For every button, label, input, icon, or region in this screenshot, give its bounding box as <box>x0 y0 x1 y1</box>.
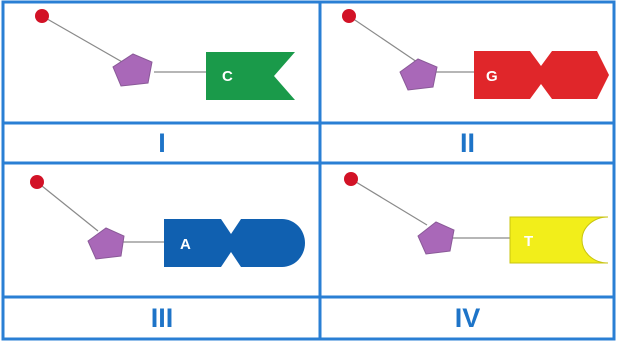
panel-label-iii: III <box>150 303 174 333</box>
panel-label-i: I <box>158 128 166 158</box>
nucleotide-diagram-a: A <box>30 175 305 267</box>
sugar-pentagon <box>112 53 153 87</box>
nucleotide-diagram-g: G <box>342 9 609 99</box>
base-shape-a <box>164 219 305 267</box>
sugar-pentagon <box>399 58 438 91</box>
phosphate-circle <box>30 175 44 189</box>
panel-label-iv: IV <box>454 303 481 333</box>
base-shape-g <box>474 51 609 99</box>
base-shape-c <box>206 52 295 100</box>
base-letter-c: C <box>222 68 233 85</box>
nucleotide-diagram-t: T <box>344 172 609 264</box>
phosphate-circle <box>344 172 358 186</box>
sugar-pentagon <box>87 227 125 260</box>
panel-label-ii: II <box>459 128 475 158</box>
sugar-pentagon <box>417 221 455 255</box>
base-letter-a: A <box>180 236 191 253</box>
phosphate-circle <box>35 9 49 23</box>
base-letter-g: G <box>486 68 498 85</box>
phosphate-circle <box>342 9 356 23</box>
nucleotide-diagram-c: C <box>35 9 295 100</box>
base-shape-t <box>509 216 609 264</box>
base-letter-t: T <box>524 233 533 250</box>
